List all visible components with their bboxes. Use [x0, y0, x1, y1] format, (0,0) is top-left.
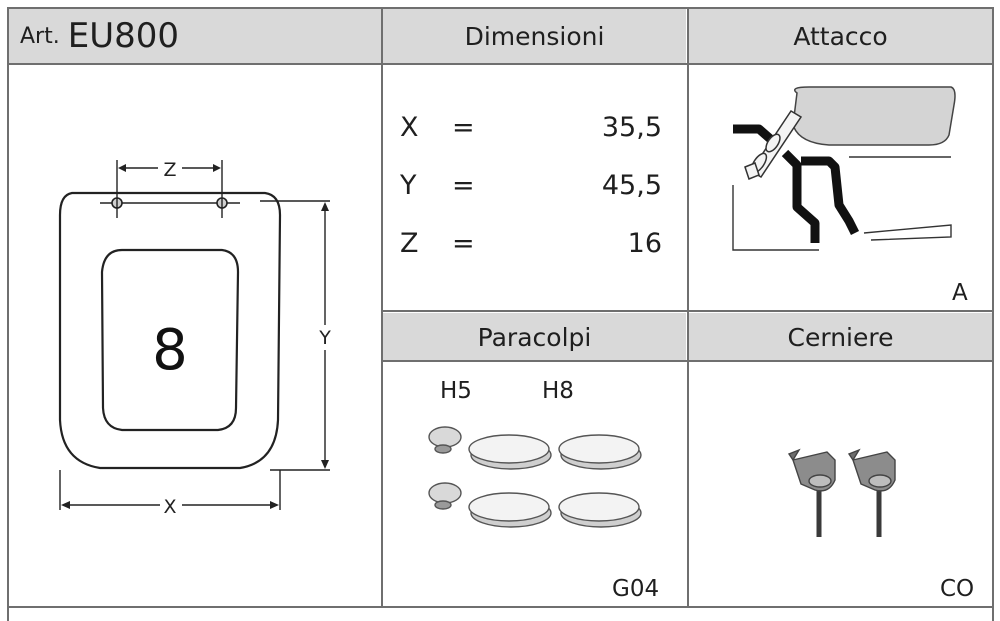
cerniere-header: Cerniere	[689, 313, 992, 361]
attacco-fixing-drawing	[732, 86, 956, 251]
dim-equals: =	[452, 170, 475, 201]
paracolpi-code: G04	[612, 576, 660, 602]
cerniere-code: CO	[940, 576, 975, 602]
bumpers-drawing	[428, 426, 642, 528]
dim-y-label: Y	[318, 327, 331, 349]
dim-value: 35,5	[601, 112, 662, 143]
dim-equals: =	[452, 112, 475, 143]
dim-value: 16	[627, 228, 662, 259]
paracolpi-header: Paracolpi	[383, 313, 686, 361]
dim-label: Y	[400, 170, 417, 201]
seat-drawing: 8 Z X Y	[58, 159, 331, 518]
bumper-label-h8: H8	[542, 378, 574, 404]
article-prefix: Art.	[20, 23, 60, 49]
dim-value: 45,5	[601, 170, 662, 201]
dim-label: Z	[400, 228, 419, 259]
dim-z-label: Z	[163, 159, 176, 181]
seat-number: 8	[152, 318, 188, 383]
article-header: Art. EU800	[8, 8, 382, 64]
hinges-drawing	[787, 448, 896, 537]
attacco-header: Attacco	[689, 8, 992, 64]
dimensioni-header: Dimensioni	[383, 8, 686, 64]
bumper-label-h5: H5	[440, 378, 472, 404]
dim-equals: =	[452, 228, 475, 259]
attacco-code: A	[952, 280, 968, 306]
dim-label: X	[400, 112, 419, 143]
article-code: EU800	[67, 16, 179, 56]
dim-x-label: X	[163, 496, 176, 518]
